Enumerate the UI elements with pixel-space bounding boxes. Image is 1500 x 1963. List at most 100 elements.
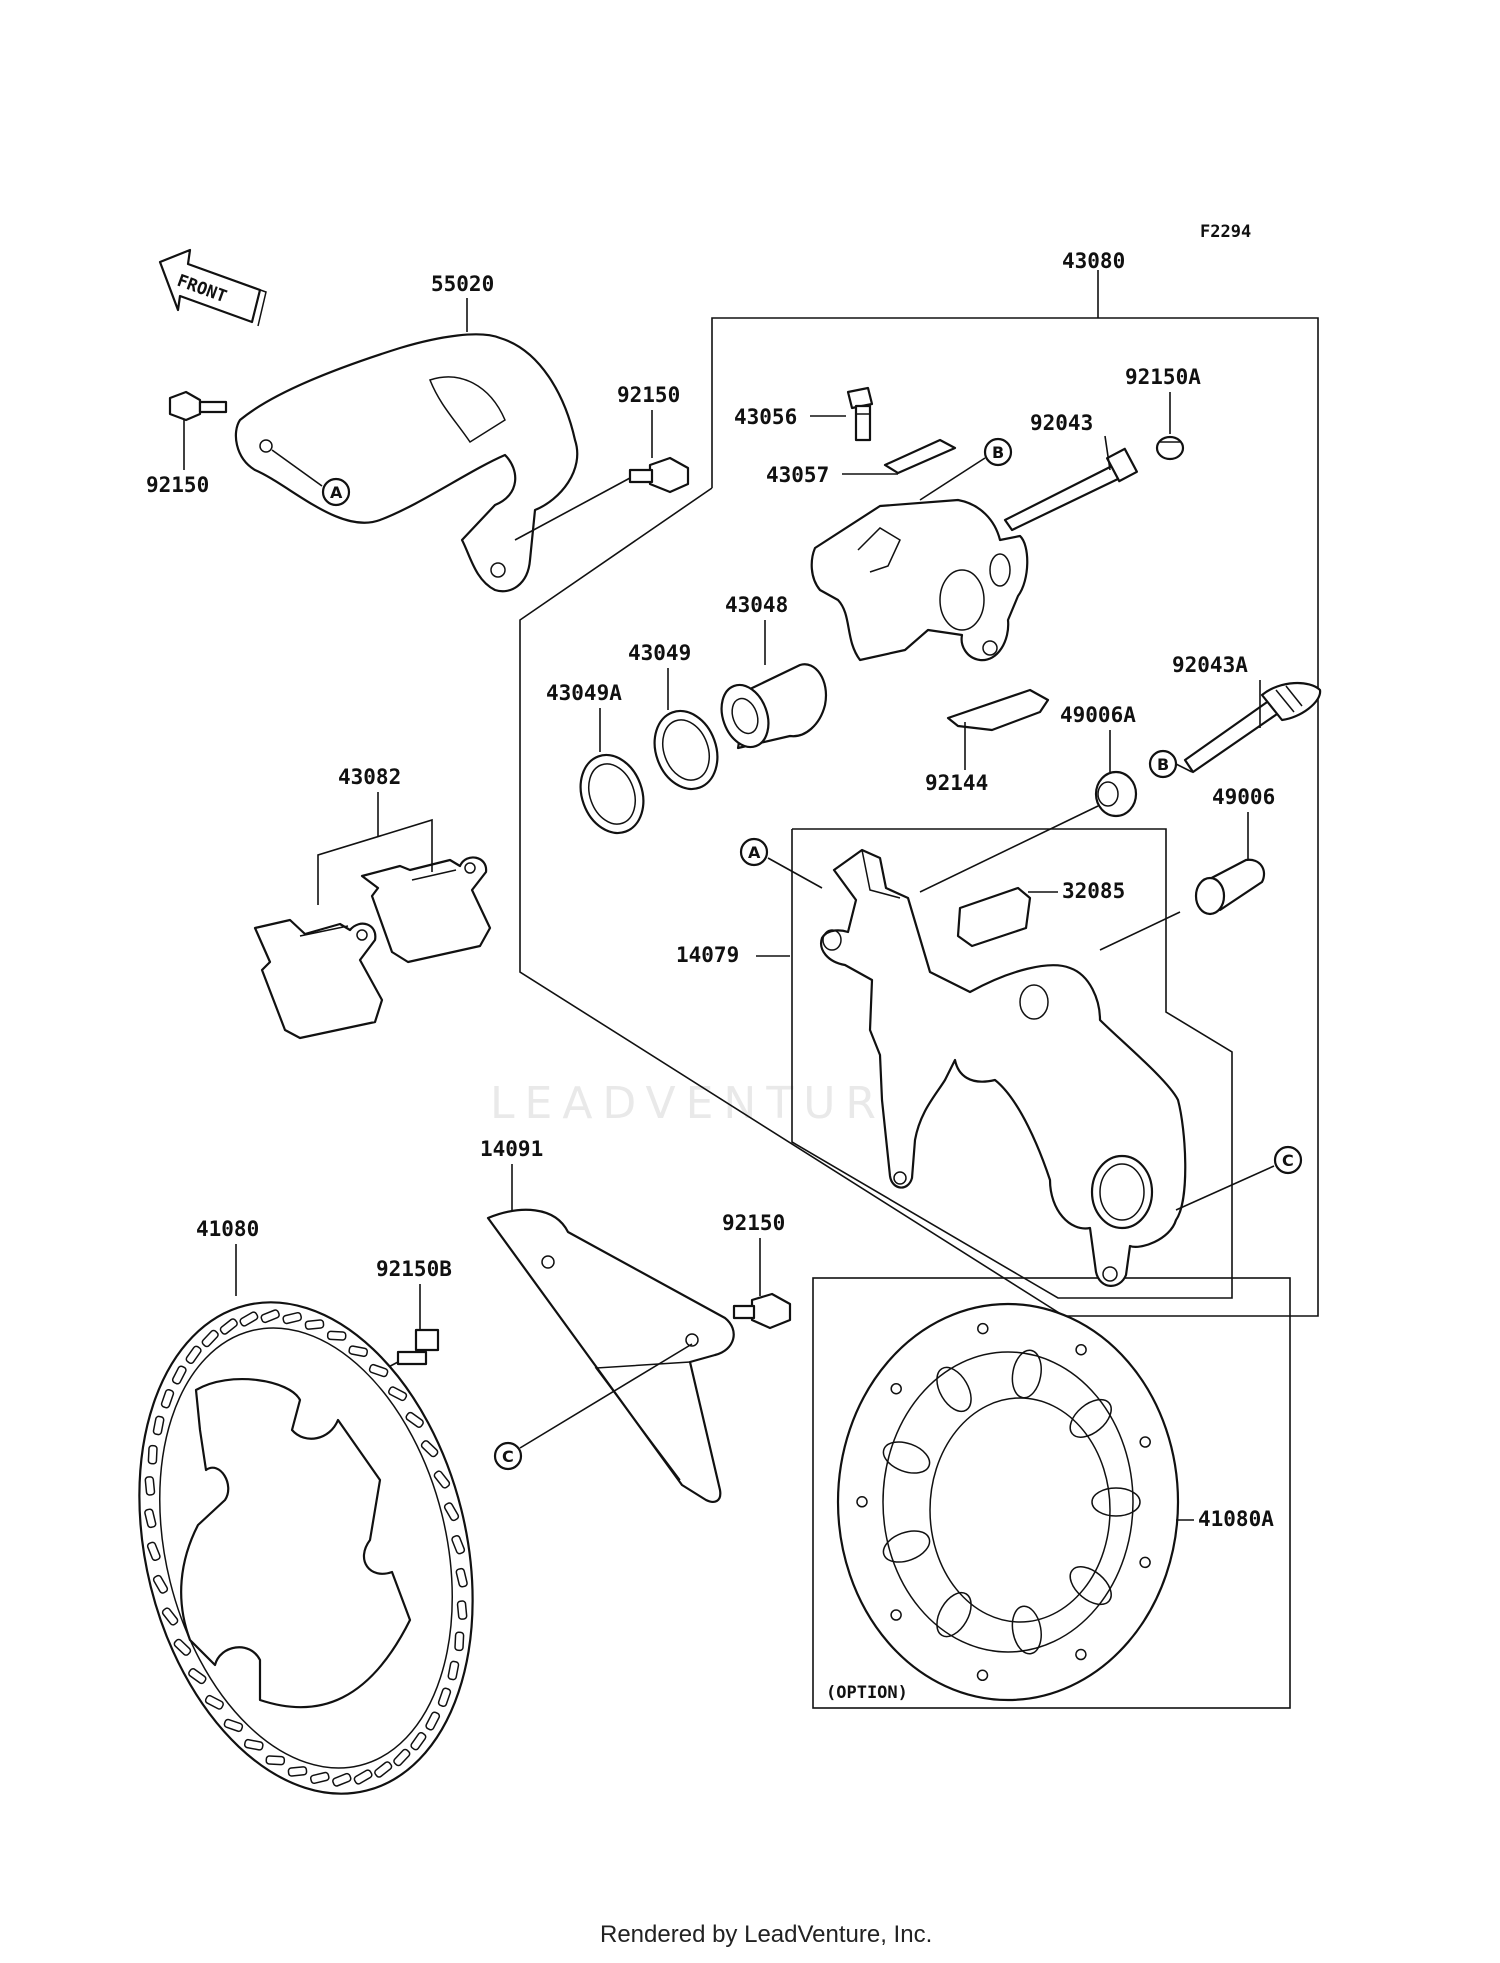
rotor-slot [144, 1476, 156, 1496]
caliper-assembly-frame [519, 270, 1319, 1317]
rotor-hole [856, 1496, 868, 1508]
rotor-slot [152, 1574, 169, 1594]
bolt-92150-bottom [732, 1292, 792, 1330]
rotor-slot [309, 1771, 330, 1785]
rotor-slot [456, 1600, 468, 1620]
rotor-hole [1075, 1343, 1087, 1356]
rotor-slot [265, 1755, 286, 1766]
rotor-slot [420, 1440, 439, 1458]
rotor-window [882, 1530, 931, 1563]
rotor-window [1069, 1398, 1112, 1438]
rotor-slot [282, 1311, 303, 1325]
rotor-slot [437, 1687, 452, 1708]
seal-43049a [579, 753, 645, 835]
rotor-slot [223, 1718, 244, 1733]
bleeder-cap-43057 [883, 438, 957, 475]
rotor-slot [410, 1731, 427, 1751]
rotor-slot [185, 1345, 202, 1365]
rotor-window [936, 1591, 972, 1638]
part-41080-label: 41080 [196, 1217, 259, 1241]
plug-92150a [1155, 435, 1185, 461]
rotor-slot [451, 1535, 466, 1555]
rotor-slot [353, 1769, 373, 1785]
part-43057-label: 43057 [766, 463, 829, 487]
rotor-slot [173, 1638, 192, 1656]
rotor-hole [890, 1609, 902, 1621]
footer-credit: Rendered by LeadVenture, Inc. [600, 1921, 932, 1948]
part-43082-label: 43082 [338, 765, 401, 789]
boot-49006a [1094, 770, 1138, 818]
callout-c-guard [493, 1441, 523, 1471]
callout-b-caliper-text: B [992, 443, 1004, 462]
brake-rotor-41080a [836, 1302, 1180, 1702]
rotor-slot [388, 1386, 408, 1402]
caliper-guard-bracket [234, 333, 579, 593]
part-92150-left-label: 92150 [146, 473, 209, 497]
rotor-slot [144, 1508, 157, 1529]
part-43048-label: 43048 [725, 593, 788, 617]
rotor-slot [454, 1631, 465, 1652]
piston-43048 [720, 663, 828, 750]
rotor-window [1011, 1605, 1042, 1655]
part-43056-label: 43056 [734, 405, 797, 429]
rotor-slot [201, 1329, 219, 1348]
rotor-slot [147, 1444, 158, 1465]
part-43049-label: 43049 [628, 641, 691, 665]
watermark: LEADVENTURE [490, 1078, 924, 1129]
brake-rotor-41080 [138, 1301, 474, 1795]
part-92150-bottom-label: 92150 [722, 1211, 785, 1235]
part-41080a-label: 41080A [1198, 1507, 1274, 1531]
rotor-slot [260, 1309, 280, 1324]
bleeder-valve-43056 [846, 386, 874, 442]
part-92150a-label: 92150A [1125, 365, 1201, 389]
rotor-window [1091, 1487, 1141, 1517]
pin-92043a [1183, 681, 1322, 774]
rotor-slot [243, 1738, 264, 1751]
rotor-slot [405, 1411, 424, 1428]
rotor-hole [1139, 1436, 1151, 1448]
brake-pads-43082 [253, 856, 492, 1040]
rotor-slot [348, 1345, 369, 1358]
rotor-slot [171, 1365, 187, 1385]
callout-a-bracket [321, 477, 351, 507]
rotor-window [1011, 1349, 1042, 1399]
rotor-slot [332, 1772, 352, 1787]
rotor-slot [188, 1668, 207, 1685]
option-frame [812, 1277, 1291, 1709]
clip-32085 [956, 886, 1032, 948]
rotor-slot [425, 1711, 441, 1731]
callout-a-caliper-bracket-text: A [748, 843, 761, 862]
callout-c-guard-text: C [502, 1447, 514, 1466]
rotor-slot [204, 1694, 224, 1710]
bolt-92150-top [628, 456, 690, 494]
callout-a-caliper-bracket [739, 837, 769, 867]
front-arrow-icon: FRONT [158, 248, 267, 327]
part-14079-label: 14079 [676, 943, 739, 967]
part-92150b-label: 92150B [376, 1257, 452, 1281]
callout-b-pin-text: B [1157, 755, 1169, 774]
rotor-slot [239, 1311, 259, 1327]
bolt-92150-left [168, 390, 228, 422]
rotor-slot [161, 1607, 179, 1626]
part-14091-label: 14091 [480, 1137, 543, 1161]
rotor-slot [374, 1761, 393, 1778]
rotor-window [1069, 1566, 1112, 1606]
rotor-slot [455, 1567, 468, 1588]
callout-a-bracket-text: A [330, 483, 343, 502]
rotor-window [882, 1441, 931, 1474]
rotor-slot [368, 1363, 389, 1378]
part-92043a-label: 92043A [1172, 653, 1248, 677]
rotor-slot [146, 1541, 161, 1561]
part-49006a-label: 49006A [1060, 703, 1136, 727]
rotor-slot [160, 1388, 175, 1409]
seal-43049 [653, 709, 719, 791]
rotor-slot [152, 1415, 165, 1436]
callout-c-bracket-text: C [1282, 1151, 1294, 1170]
bolt-92150b [396, 1328, 440, 1366]
part-32085-label: 32085 [1062, 879, 1125, 903]
part-49006-label: 49006 [1212, 785, 1275, 809]
rotor-hole [977, 1322, 989, 1335]
callout-c-bracket [1273, 1145, 1303, 1175]
clip-92144 [946, 688, 1050, 732]
disc-guard-14091 [486, 1208, 735, 1503]
